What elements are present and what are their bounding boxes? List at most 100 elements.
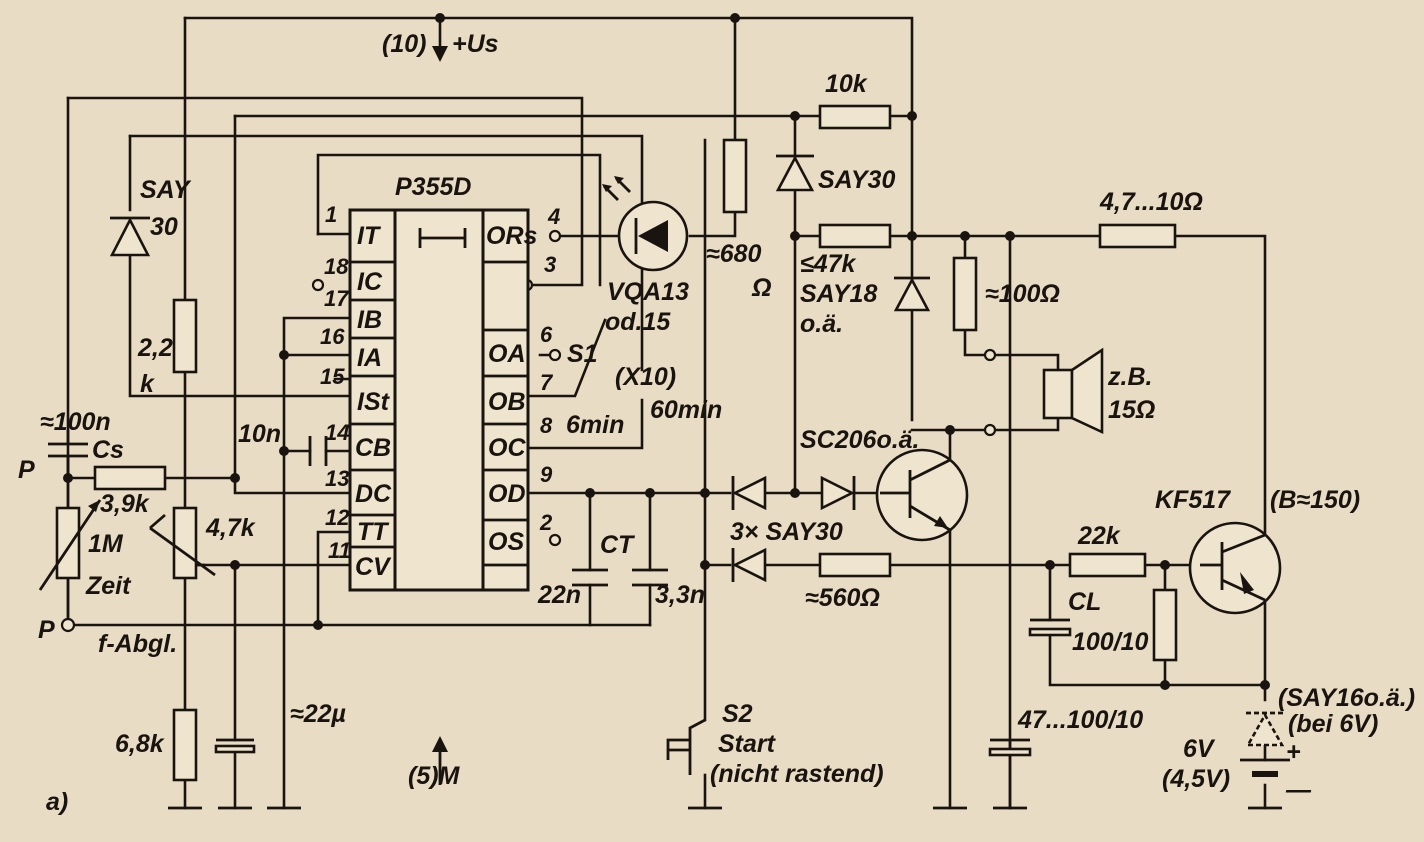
pin-15: 15 xyxy=(320,364,345,389)
supply-arrows xyxy=(432,46,448,785)
label-x10: (X10) xyxy=(615,363,676,391)
resistor-10k xyxy=(818,104,892,130)
label-ic: P355D xyxy=(395,173,471,201)
label-s1: S1 xyxy=(567,340,598,368)
led-vqa13 xyxy=(602,176,689,272)
label-p-bottom: P xyxy=(38,616,55,644)
label-start: Start xyxy=(718,730,777,758)
label-cl-val: 100/10 xyxy=(1072,628,1149,656)
label-60min: 60min xyxy=(650,396,722,424)
label-r-100ohm: ≈100Ω xyxy=(985,280,1060,308)
label-bei6v: (bei 6V) xyxy=(1288,710,1378,738)
pin-17: 17 xyxy=(324,286,350,311)
label-beta: (B≈150) xyxy=(1270,486,1360,514)
label-nicht-rastend: (nicht rastend) xyxy=(710,760,884,788)
label-c-22n: 22n xyxy=(537,581,581,609)
pin-1: 1 xyxy=(325,202,337,227)
label-say16: (SAY16o.ä.) xyxy=(1278,684,1415,712)
resistor-47k xyxy=(818,223,892,249)
pin-name-ia: IA xyxy=(357,344,382,372)
battery xyxy=(1240,758,1290,777)
pin-2: 2 xyxy=(539,510,553,535)
pin-11: 11 xyxy=(328,538,351,563)
label-d-say30-left-2: 30 xyxy=(150,213,178,241)
label-s2: S2 xyxy=(722,700,753,728)
label-r-22k-2: k xyxy=(140,370,155,398)
label-r-22k-right: 22k xyxy=(1077,522,1121,550)
pin-name-ic: IC xyxy=(357,268,383,296)
pin-name-ist: ISt xyxy=(357,388,391,416)
label-r-3-9k: 3,9k xyxy=(100,490,150,518)
label-d-say30-left-1: SAY xyxy=(140,176,192,204)
pin-6: 6 xyxy=(540,322,553,347)
pin-8: 8 xyxy=(540,413,553,438)
junction-dots xyxy=(63,13,1270,690)
label-plus: + xyxy=(1286,738,1301,766)
pin-name-cb: CB xyxy=(355,434,391,462)
pin-7: 7 xyxy=(540,370,554,395)
label-r-47-10: 4,7...10Ω xyxy=(1099,188,1203,216)
pin-name-od: OD xyxy=(488,480,526,508)
pin-name-dc: DC xyxy=(355,480,392,508)
label-r-47k: ≤47k xyxy=(800,250,857,278)
speaker xyxy=(1042,347,1104,435)
pin-12: 12 xyxy=(325,505,350,530)
label-p-top: P xyxy=(18,456,35,484)
label-cl: CL xyxy=(1068,588,1101,616)
label-c-10n: 10n xyxy=(238,420,281,448)
resistor-47-10ohm xyxy=(1098,223,1177,249)
switch-s2 xyxy=(666,718,706,775)
diodes xyxy=(109,154,1285,747)
label-45v: (4,5V) xyxy=(1162,765,1230,793)
ic-p355d xyxy=(348,208,530,592)
resistor-22k-left xyxy=(172,298,198,374)
capacitors xyxy=(48,430,1072,757)
pin-name-or: ORs xyxy=(486,222,538,250)
pin-name-ob: OB xyxy=(488,388,526,416)
pin-name-ib: IB xyxy=(357,306,382,334)
transistor-sc206 xyxy=(875,448,969,542)
resistor-1m xyxy=(55,506,81,580)
pin-9: 9 xyxy=(540,462,553,487)
pin-13: 13 xyxy=(325,466,349,491)
label-r-22k-1: 2,2 xyxy=(137,334,173,362)
transistor-kf517 xyxy=(1188,521,1282,615)
label-led-1: VQA13 xyxy=(607,278,689,306)
label-6v: 6V xyxy=(1183,735,1216,763)
label-ct: CT xyxy=(600,531,636,559)
label-c-22u: ≈22µ xyxy=(290,700,346,728)
pin-14: 14 xyxy=(325,420,349,445)
resistor-6-8k xyxy=(172,708,198,782)
label-r-680-1: ≈680 xyxy=(706,240,762,268)
pin-16: 16 xyxy=(320,324,345,349)
label-ground: (5)M xyxy=(408,762,461,790)
label-r-1m: 1M xyxy=(88,530,124,558)
pin-name-oa: OA xyxy=(488,340,526,368)
label-led-2: od.15 xyxy=(605,308,671,336)
label-r-560: ≈560Ω xyxy=(805,584,880,612)
label-r-10k: 10k xyxy=(825,70,868,98)
ic-pin-numbers: 1 18 17 16 15 14 13 12 11 4 3 6 7 8 9 2 xyxy=(320,202,560,563)
label-zeit: Zeit xyxy=(85,572,132,600)
label-supply-pin: (10) xyxy=(382,30,426,58)
resistor-100ohm xyxy=(952,256,978,332)
label-c-3-3n: 3,3n xyxy=(655,581,705,609)
pin-name-tt: TT xyxy=(357,518,390,546)
pin-4: 4 xyxy=(547,204,560,229)
label-d-say30-top: SAY30 xyxy=(818,166,895,194)
labels: (10) +Us P355D 10k SAY30 4,7...10Ω SAY 3… xyxy=(18,30,1415,816)
label-kf517: KF517 xyxy=(1155,486,1231,514)
label-r-4-7k: 4,7k xyxy=(205,514,256,542)
wires xyxy=(66,16,1267,810)
pin-name-cv: CV xyxy=(355,553,392,581)
resistor-base-kf517 xyxy=(1152,588,1178,662)
ic-pin-names: IT IC IB IA ISt CB DC TT CV ORs OA OB OC… xyxy=(355,222,538,581)
label-speaker-2: 15Ω xyxy=(1108,396,1155,424)
terminals xyxy=(60,229,997,633)
resistor-680 xyxy=(722,138,748,214)
resistor-560ohm xyxy=(818,552,892,578)
label-6min: 6min xyxy=(566,411,624,439)
label-cs: Cs xyxy=(92,436,124,464)
